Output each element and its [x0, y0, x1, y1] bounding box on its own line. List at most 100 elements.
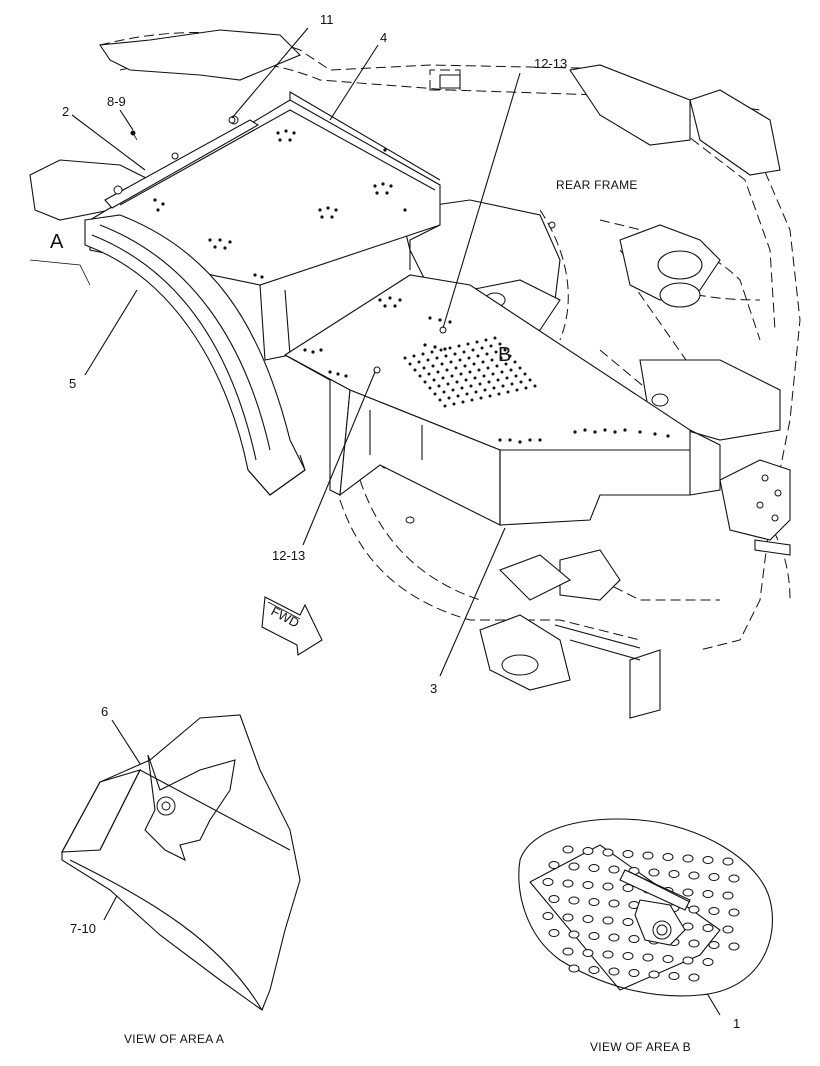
perforation-dot — [497, 392, 501, 396]
perforation-dot — [487, 380, 491, 384]
perforation-hole — [622, 884, 634, 892]
perforation-dot — [464, 378, 468, 382]
perforation-dot — [470, 398, 474, 402]
perforation-hole — [602, 916, 614, 925]
perforation-dot — [418, 374, 422, 378]
view-b-caption: VIEW OF AREA B — [590, 1040, 691, 1054]
perforation-hole — [722, 925, 734, 934]
perforation-hole — [708, 941, 720, 949]
perforation-hole — [622, 850, 634, 858]
perforation-dot — [510, 382, 514, 386]
perforation-dot — [457, 344, 461, 348]
perforation-hole — [602, 848, 614, 857]
perforation-dot — [509, 368, 513, 372]
perforation-hole — [562, 879, 574, 888]
perforation-dot — [428, 386, 432, 390]
perforation-dot — [442, 390, 446, 394]
perforation-hole — [682, 956, 694, 965]
perforation-dot — [440, 362, 444, 366]
perforation-dot — [436, 370, 440, 374]
view-area-b — [518, 818, 773, 997]
fastener-12-13-bottom — [373, 366, 381, 374]
perforation-hole — [682, 888, 694, 897]
perforation-dot — [448, 346, 452, 350]
perforation-dot — [441, 376, 445, 380]
perforation-dot — [454, 366, 458, 370]
perforation-dot — [432, 378, 436, 382]
perforation-dot — [484, 338, 488, 342]
perforation-dot — [482, 374, 486, 378]
perforation-dot — [451, 388, 455, 392]
callout-5: 5 — [69, 376, 76, 391]
perforation-hole — [642, 953, 654, 962]
rear-frame-label: REAR FRAME — [556, 178, 638, 192]
callout-2: 2 — [62, 104, 69, 119]
perforation-hole — [688, 871, 700, 880]
perforation-hole — [702, 890, 714, 898]
perforation-hole — [668, 972, 680, 980]
perforation-hole — [688, 939, 700, 948]
perforation-hole — [662, 955, 674, 963]
view-area-a — [61, 714, 301, 1011]
view-a-caption: VIEW OF AREA A — [124, 1032, 224, 1046]
perforation-dot — [455, 380, 459, 384]
perforation-dot — [437, 384, 441, 388]
cover-3-perforations — [303, 296, 670, 444]
perforation-dot — [417, 360, 421, 364]
perforation-hole — [608, 933, 620, 942]
perforation-dot — [519, 380, 523, 384]
callout-8-9: 8-9 — [107, 94, 126, 109]
perforation-dot — [447, 396, 451, 400]
perforation-hole — [702, 856, 714, 864]
perforation-hole — [608, 967, 620, 976]
perforation-dot — [491, 372, 495, 376]
perforation-dot — [488, 394, 492, 398]
perforation-dot — [533, 384, 537, 388]
perforation-dot — [421, 352, 425, 356]
perforation-dot — [466, 342, 470, 346]
frame-right-side — [479, 64, 791, 719]
perforation-dot — [413, 368, 417, 372]
perforation-dot — [456, 394, 460, 398]
perforation-dot — [480, 346, 484, 350]
perforation-hole — [588, 932, 600, 940]
perforation-dot — [435, 356, 439, 360]
perforation-dot — [496, 378, 500, 382]
callout-7-10: 7-10 — [70, 921, 96, 936]
area-marker-b: B — [498, 344, 511, 366]
perforation-dot — [450, 374, 454, 378]
perforation-dot — [427, 372, 431, 376]
perforation-dot — [438, 398, 442, 402]
perforation-dot — [443, 404, 447, 408]
perforation-hole — [722, 857, 734, 866]
perforation-dot — [485, 352, 489, 356]
perforation-dot — [475, 340, 479, 344]
perforation-dot — [458, 358, 462, 362]
perforation-hole — [688, 973, 700, 982]
perforation-hole — [628, 969, 640, 977]
perforation-dot — [493, 336, 497, 340]
perforation-hole — [562, 947, 574, 956]
perforation-hole — [688, 905, 700, 914]
perforation-dot — [476, 354, 480, 358]
perforation-dot — [468, 370, 472, 374]
perforation-dot — [473, 376, 477, 380]
cover-4-perforations — [153, 129, 407, 279]
perforation-hole — [588, 864, 600, 872]
perforation-dot — [465, 392, 469, 396]
bolt-8-9 — [130, 130, 138, 141]
perforation-hole — [568, 862, 580, 871]
perforation-hole — [708, 873, 720, 881]
perforation-hole — [588, 966, 600, 974]
callout-6: 6 — [101, 704, 108, 719]
perforation-dot — [446, 382, 450, 386]
perforation-hole — [628, 935, 640, 943]
perforation-hole — [602, 950, 614, 959]
perforation-dot — [431, 364, 435, 368]
fender-5 — [84, 214, 306, 496]
fwd-arrow-icon: FWD — [261, 596, 323, 656]
perforation-hole — [582, 915, 594, 923]
perforation-dot — [469, 384, 473, 388]
perforation-dot — [498, 342, 502, 346]
